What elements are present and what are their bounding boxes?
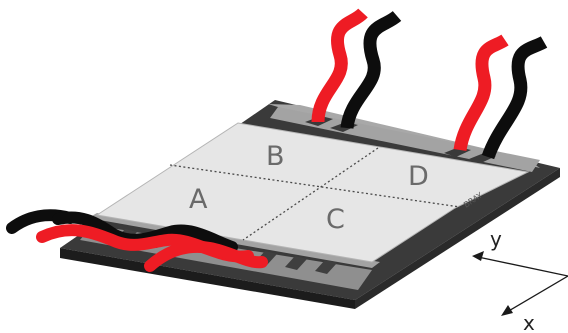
quadrant-label-d: D: [408, 161, 429, 192]
y-arrowhead: [472, 251, 484, 261]
back-wire-black-2: [481, 36, 548, 160]
sensor-surface: [95, 122, 530, 263]
x-arrowhead: [501, 305, 513, 316]
back-wire-red-1: [311, 8, 368, 123]
back-wires: [311, 8, 548, 160]
back-pad-strip: [268, 104, 540, 172]
quadrant-label-b: B: [266, 141, 285, 172]
back-wire-black-1: [340, 10, 402, 130]
front-wires: [6, 209, 268, 272]
quadrant-label-c: C: [326, 204, 345, 235]
x-axis-label: x: [523, 311, 535, 333]
quadrant-dividers: [169, 147, 461, 241]
front-wire-red-2: [144, 240, 268, 272]
quadrant-label-a: A: [189, 184, 208, 215]
coordinate-axes: [472, 251, 568, 316]
y-axis-label: y: [490, 227, 502, 251]
back-wire-red-2: [453, 34, 509, 152]
